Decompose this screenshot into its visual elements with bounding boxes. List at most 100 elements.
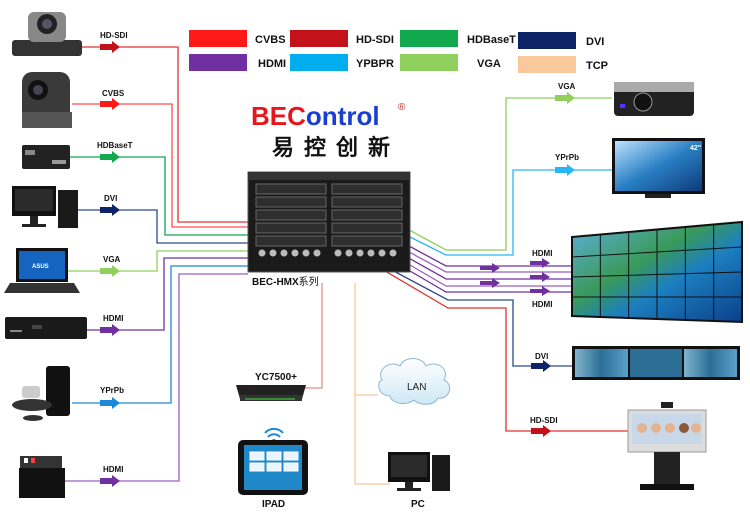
bnc-connector bbox=[345, 249, 353, 257]
controller-label: YC7500+ bbox=[255, 372, 297, 383]
arrow-vga-out: VGA bbox=[555, 82, 576, 104]
bnc-connector bbox=[258, 249, 266, 257]
bnc-connector bbox=[291, 249, 299, 257]
arrow-hd-sdi-in: HD-SDI bbox=[100, 31, 128, 53]
pc-label: PC bbox=[411, 499, 425, 510]
output-cables bbox=[302, 97, 628, 485]
matrix-card bbox=[331, 196, 403, 208]
device-pc bbox=[388, 452, 450, 491]
ipad-screen-button bbox=[283, 451, 299, 461]
bnc-connector bbox=[334, 249, 342, 257]
device-ipad bbox=[238, 440, 308, 495]
cable-hdmi-out-1 bbox=[397, 239, 572, 267]
arrow-hdmi-out-b bbox=[480, 278, 500, 288]
svg-text:CVBS: CVBS bbox=[255, 34, 286, 46]
arrow-hdmi-out-c bbox=[530, 258, 550, 268]
cable-hdmi-out-4 bbox=[397, 257, 572, 287]
device-set-top-box bbox=[5, 317, 87, 339]
cable-hd-sdi-in bbox=[82, 46, 248, 223]
matrix-label: BEC-HMX系列 bbox=[252, 275, 319, 288]
bnc-connector bbox=[280, 249, 288, 257]
device-hd-camera bbox=[12, 12, 82, 56]
registered-mark: ® bbox=[398, 102, 406, 113]
device-video-wall bbox=[571, 220, 743, 324]
ipad-screen-button bbox=[249, 462, 265, 472]
svg-text:ASUS: ASUS bbox=[32, 264, 49, 270]
svg-text:DVI: DVI bbox=[104, 194, 117, 203]
legend: CVBS HD-SDI HDBaseT DVI HDMI YPBPR VGA T… bbox=[189, 30, 608, 73]
arrow-dvi-out: DVI bbox=[531, 352, 551, 372]
cable-vga-out bbox=[399, 97, 612, 251]
brand-name: BEControl bbox=[251, 101, 380, 131]
cable-hdmi-in-1 bbox=[86, 257, 248, 331]
device-projector bbox=[614, 82, 694, 116]
legend-item-hdbaset: HDBaseT bbox=[400, 30, 516, 47]
arrow-ypbpr-out: YPrPb bbox=[555, 153, 579, 176]
legend-item-hd-sdi: HD-SDI bbox=[290, 30, 394, 47]
svg-text:VGA: VGA bbox=[103, 255, 121, 264]
wall-divider bbox=[571, 271, 743, 278]
cable-tcp bbox=[354, 283, 390, 485]
device-42-display: 42" bbox=[612, 138, 705, 198]
device-video-conference bbox=[12, 366, 70, 421]
svg-text:HDMI: HDMI bbox=[103, 314, 123, 323]
ipad-screen-button bbox=[266, 462, 282, 472]
arrow-hdmi-out-a bbox=[480, 263, 500, 273]
device-curved-display bbox=[572, 346, 740, 380]
ipad-label: IPAD bbox=[262, 499, 285, 510]
svg-text:YPrPb: YPrPb bbox=[100, 386, 124, 395]
matrix-card bbox=[331, 222, 403, 234]
cable-vga-in bbox=[68, 250, 248, 272]
device-laptop: ASUS bbox=[4, 248, 80, 293]
svg-text:DVI: DVI bbox=[535, 352, 548, 361]
svg-text:VGA: VGA bbox=[477, 58, 501, 70]
matrix-card bbox=[331, 183, 403, 195]
cable-ypbpr-in bbox=[72, 265, 248, 404]
device-table-box bbox=[19, 456, 65, 498]
svg-text:HDBaseT: HDBaseT bbox=[467, 34, 516, 46]
bnc-connector bbox=[356, 249, 364, 257]
device-desktop-pc bbox=[12, 186, 78, 228]
svg-text:HD-SDI: HD-SDI bbox=[356, 34, 394, 46]
arrow-hdbaset-in: HDBaseT bbox=[97, 141, 133, 163]
device-ptz-camera bbox=[22, 72, 72, 128]
arrow-ypbpr-in: YPrPb bbox=[100, 386, 124, 409]
ipad-screen-button bbox=[249, 451, 265, 461]
svg-text:TCP: TCP bbox=[586, 60, 608, 72]
arrow-hdmi-out-e bbox=[530, 286, 550, 296]
ipad-screen-button bbox=[283, 462, 299, 472]
arrow-hdmi-in-2: HDMI bbox=[100, 465, 123, 487]
output-devices: 42" bbox=[571, 82, 743, 490]
device-hdbaset-receiver bbox=[22, 145, 70, 169]
lan-label: LAN bbox=[407, 382, 426, 393]
arrow-dvi-in: DVI bbox=[100, 194, 120, 216]
matrix-card bbox=[331, 235, 403, 247]
matrix-card bbox=[331, 209, 403, 221]
input-devices: ASUS bbox=[4, 12, 87, 498]
legend-item-hdmi: HDMI bbox=[189, 54, 286, 71]
control-system: YC7500+ IPAD LAN PC bbox=[236, 358, 451, 510]
matrix-switcher: BEC-HMX系列 bbox=[247, 171, 411, 288]
matrix-card bbox=[255, 209, 327, 221]
signal-arrows: HD-SDI CVBS HDBaseT DVI VGA HDMI YPrPb H… bbox=[97, 31, 579, 487]
svg-text:YPrPb: YPrPb bbox=[555, 153, 579, 162]
label-hdmi-top: HDMI bbox=[532, 249, 552, 258]
matrix-card bbox=[255, 196, 327, 208]
arrow-vga-in: VGA bbox=[100, 255, 121, 277]
bnc-connector bbox=[378, 249, 386, 257]
cable-ypbpr-out bbox=[399, 169, 612, 256]
matrix-slots bbox=[255, 183, 403, 257]
bnc-connector bbox=[302, 249, 310, 257]
svg-text:DVI: DVI bbox=[586, 36, 604, 48]
arrow-hd-sdi-out: HD-SDI bbox=[530, 416, 558, 437]
label-hdmi-bottom: HDMI bbox=[532, 300, 552, 309]
svg-text:HD-SDI: HD-SDI bbox=[100, 31, 128, 40]
matrix-card bbox=[255, 183, 327, 195]
bnc-connector bbox=[269, 249, 277, 257]
matrix-card bbox=[255, 235, 327, 247]
device-controller bbox=[236, 385, 306, 401]
cable-control-rs232 bbox=[302, 283, 323, 389]
legend-item-ypbpr: YPBPR bbox=[290, 54, 394, 71]
bnc-connector bbox=[367, 249, 375, 257]
legend-item-vga: VGA bbox=[400, 54, 501, 71]
